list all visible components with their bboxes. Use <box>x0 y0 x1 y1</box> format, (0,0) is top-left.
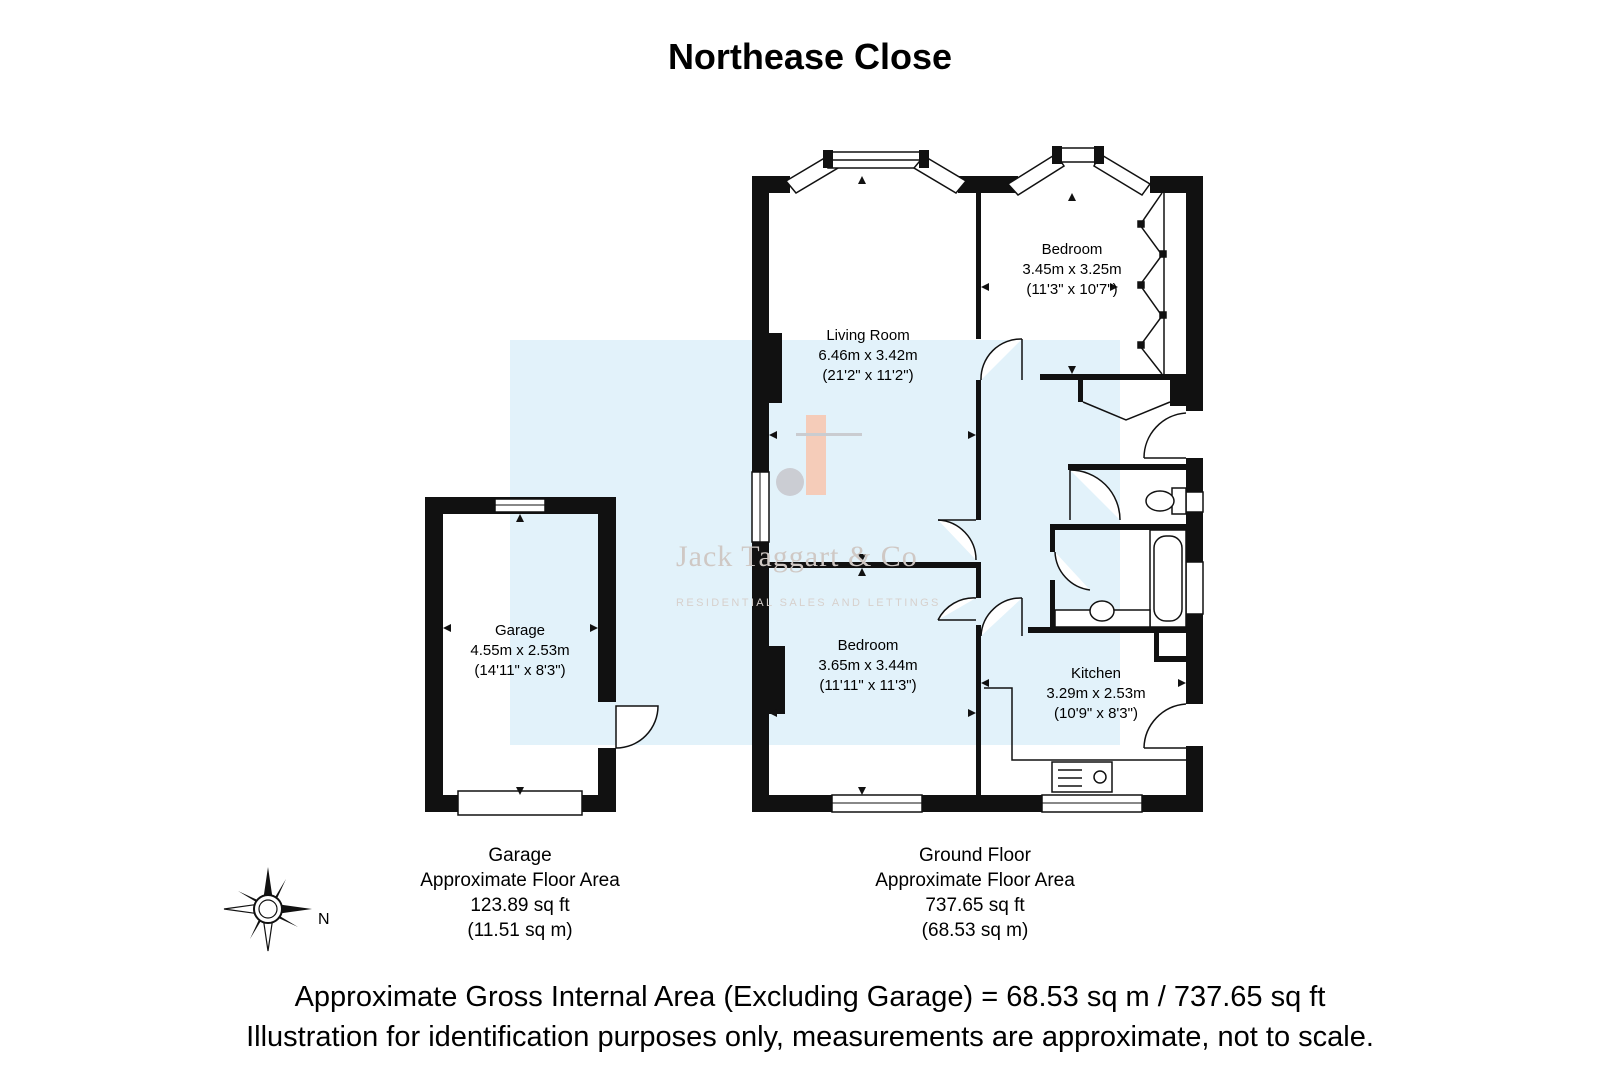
garage-area-summary: Garage Approximate Floor Area 123.89 sq … <box>360 843 680 943</box>
disclaimer: Illustration for identification purposes… <box>246 1021 1374 1053</box>
wardrobe-doors <box>1137 192 1167 375</box>
room-garage: Garage 4.55m x 2.53m (14'11" x 8'3") <box>410 621 630 681</box>
room-name: Living Room <box>826 327 910 344</box>
area-sqft: 737.65 sq ft <box>925 895 1025 916</box>
room-dimensions-imperial: (10'9" x 8'3") <box>1054 705 1138 722</box>
gross-area-statement: Approximate Gross Internal Area (Excludi… <box>294 981 1326 1013</box>
area-name: Garage <box>488 845 552 866</box>
page-title: Northease Close <box>667 36 953 77</box>
dimension-markers <box>443 176 1186 795</box>
room-name: Garage <box>494 622 546 639</box>
room-living: Living Room 6.46m x 3.42m (21'2" x 11'2"… <box>758 326 978 386</box>
room-dimensions: 3.29m x 2.53m <box>1046 685 1146 702</box>
cupboard-doors <box>1082 401 1171 421</box>
ground-floor-area-summary: Ground Floor Approximate Floor Area 737.… <box>815 843 1135 943</box>
room-dimensions-imperial: (11'11" x 11'3") <box>819 677 917 694</box>
toilet <box>1145 487 1187 515</box>
internal-walls <box>769 193 1186 795</box>
room-bedroom-2: Bedroom 3.65m x 3.44m (11'11" x 11'3") <box>758 636 978 696</box>
room-name: Bedroom <box>1041 241 1103 258</box>
watermark-company-name: Jack Taggart & Co <box>676 540 918 573</box>
room-dimensions-imperial: (21'2" x 11'2") <box>822 367 914 384</box>
room-kitchen: Kitchen 3.29m x 2.53m (10'9" x 8'3") <box>986 664 1206 724</box>
kitchen-worktop <box>984 687 1186 793</box>
company-logo <box>776 415 862 496</box>
compass-north-label: N <box>318 911 330 928</box>
area-label: Approximate Floor Area <box>875 870 1075 891</box>
bathroom-window <box>1185 561 1204 615</box>
bedroom-bay-window <box>1006 147 1152 196</box>
wc-window <box>1185 491 1204 513</box>
room-dimensions: 6.46m x 3.42m <box>818 347 918 364</box>
garage-side-door <box>615 705 659 749</box>
basin <box>1054 600 1151 628</box>
watermark-tagline: RESIDENTIAL SALES AND LETTINGS <box>676 597 941 609</box>
room-dimensions: 4.55m x 2.53m <box>470 642 570 659</box>
room-dimensions: 3.65m x 3.44m <box>818 657 918 674</box>
room-name: Kitchen <box>1070 665 1122 682</box>
room-dimensions: 3.45m x 3.25m <box>1022 261 1122 278</box>
compass-rose <box>223 867 312 952</box>
area-label: Approximate Floor Area <box>420 870 620 891</box>
bath <box>1149 529 1187 628</box>
room-bedroom-1: Bedroom 3.45m x 3.25m (11'3" x 10'7") <box>962 240 1182 300</box>
area-sqft: 123.89 sq ft <box>470 895 570 916</box>
living-room-bay-window <box>784 151 968 194</box>
area-sqm: (11.51 sq m) <box>467 920 573 941</box>
room-name: Bedroom <box>837 637 899 654</box>
door-swings <box>937 338 1187 749</box>
room-dimensions-imperial: (14'11" x 8'3") <box>474 662 566 679</box>
area-name: Ground Floor <box>919 845 1031 866</box>
area-sqm: (68.53 sq m) <box>921 920 1029 941</box>
room-dimensions-imperial: (11'3" x 10'7") <box>1026 281 1118 298</box>
